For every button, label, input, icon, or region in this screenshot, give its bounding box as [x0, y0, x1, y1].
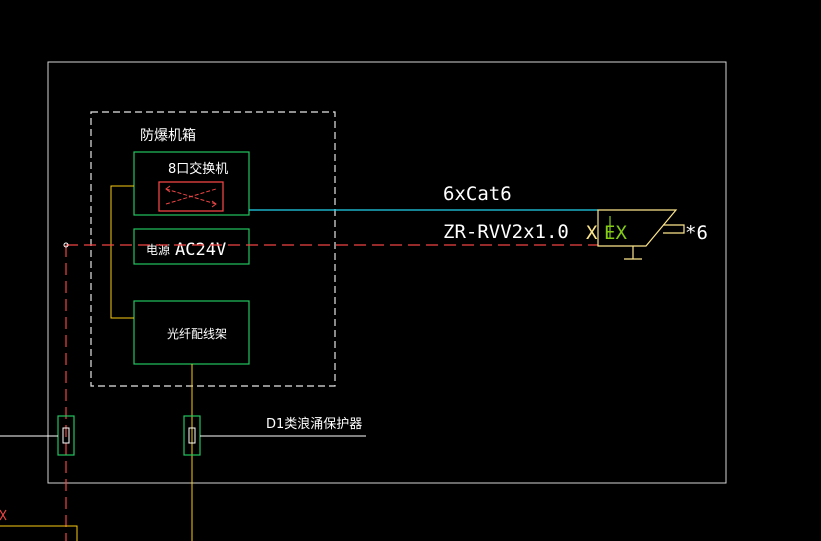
- power-voltage: AC24V: [175, 240, 226, 260]
- switch-box: [133, 151, 250, 216]
- surge-protector-label: D1类浪涌保护器: [266, 417, 362, 432]
- switch-icon: [158, 181, 224, 212]
- camera-count: *6: [685, 222, 708, 244]
- power-junction: [63, 242, 69, 248]
- power-box: [133, 228, 250, 265]
- cabinet-title: 防爆机箱: [140, 128, 196, 144]
- camera-ex-mark: EX: [604, 222, 627, 244]
- internal-feed-line: [110, 185, 134, 319]
- camera-prefix: X: [586, 222, 598, 244]
- switch-label: 8口交换机: [168, 161, 228, 177]
- fiber-frame-label: 光纤配线架: [167, 327, 227, 341]
- outer-frame: [47, 61, 727, 484]
- bottom-feed-line: [0, 525, 78, 541]
- power-cable-label: ZR-RVV2x1.0: [443, 221, 569, 243]
- power-name: 电源: [146, 243, 170, 257]
- close-mark-icon: [0, 509, 7, 521]
- camera-icon: [597, 209, 685, 260]
- cabinet-boundary: [90, 111, 336, 387]
- network-cable-label: 6xCat6: [443, 183, 512, 205]
